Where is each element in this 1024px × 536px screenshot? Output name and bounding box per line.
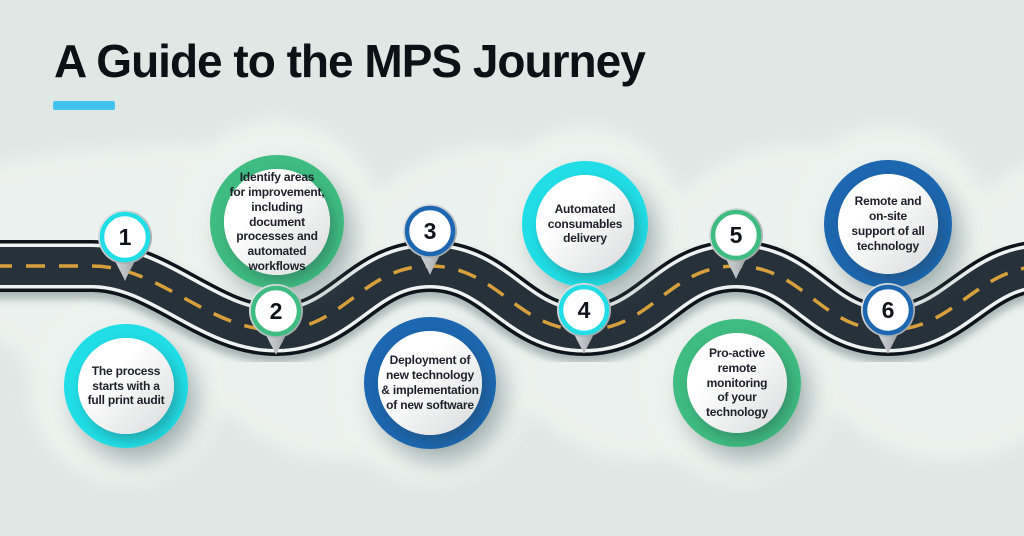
step-3-badge: Deployment of new technology & implement… xyxy=(364,317,496,449)
step-2-badge: Identify areas for improvement, includin… xyxy=(210,155,344,289)
step-4-badge-inner: Automated consumables delivery xyxy=(536,175,634,273)
step-1-badge-inner: The process starts with a full print aud… xyxy=(78,338,174,434)
step-2-badge-inner: Identify areas for improvement, includin… xyxy=(224,169,330,275)
step-3-label: Deployment of new technology & implement… xyxy=(381,353,479,412)
step-5-label: Pro-active remote monitoring of your tec… xyxy=(705,345,768,420)
step-6-badge-inner: Remote and on-site support of all techno… xyxy=(838,174,938,274)
title-underline xyxy=(53,101,115,110)
step-6-badge: Remote and on-site support of all techno… xyxy=(824,160,952,288)
step-2-label: Identify areas for improvement, includin… xyxy=(229,169,325,274)
step-3-badge-inner: Deployment of new technology & implement… xyxy=(378,331,482,435)
step-1-label: The process starts with a full print aud… xyxy=(87,363,165,408)
step-5-badge-inner: Pro-active remote monitoring of your tec… xyxy=(687,333,787,433)
page-title: A Guide to the MPS Journey xyxy=(54,35,646,87)
step-4-badge: Automated consumables delivery xyxy=(522,161,648,287)
step-6-label: Remote and on-site support of all techno… xyxy=(851,194,925,253)
step-5-badge: Pro-active remote monitoring of your tec… xyxy=(673,319,801,447)
step-1-badge: The process starts with a full print aud… xyxy=(64,324,188,448)
step-4-label: Automated consumables delivery xyxy=(547,201,623,246)
